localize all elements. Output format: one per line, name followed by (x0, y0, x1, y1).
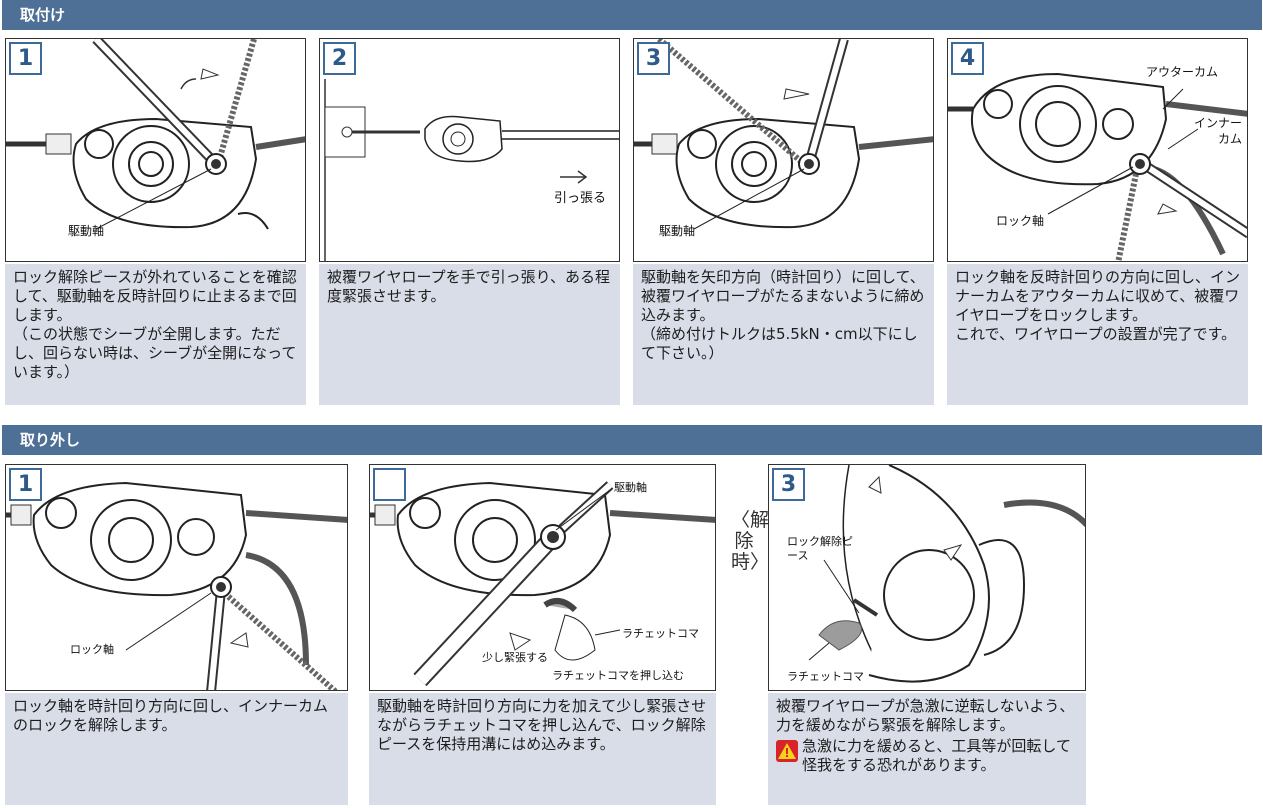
inner-cam-label: インナーカム (1193, 116, 1242, 146)
description-line: （この状態でシーブが全開します。ただし、回らない時は、シーブが全開になっています… (13, 325, 297, 381)
description-line: 被覆ワイヤロープが急激に逆転しないよう、力を緩めながら緊張を解除します。 (776, 697, 1075, 734)
outer-cam-label: アウターカム (1146, 65, 1219, 79)
ratchet-label: ラチェットコマ (787, 670, 864, 683)
tensioner-drawing (808, 465, 1085, 683)
lock-release-piece-label: ロック解除ピース (787, 535, 853, 562)
step-number: 2 (323, 42, 356, 75)
step-number: 3 (637, 42, 670, 75)
install-step-1-figure: 1 駆動軸 (5, 38, 306, 262)
tensioner-drawing (6, 39, 305, 230)
step-number (373, 468, 406, 501)
drive-shaft-label: 駆動軸 (614, 481, 647, 494)
description-line: 駆動軸を時計回り方向に力を加えて少し緊張させながらラチェットコマを押し込んで、ロ… (377, 697, 707, 753)
remove-step-3-figure: 3 ロック解除ピース ラチェットコマ (768, 464, 1086, 691)
install-step-3-figure: 3 駆動軸 (633, 38, 934, 262)
install-step-3-description: 駆動軸を矢印方向（時計回り）に回して、被覆ワイヤロープがたるまないように締め込み… (633, 264, 934, 405)
warning-text: 急激に力を緩めると、工具等が回転して怪我をする恐れがあります。 (802, 737, 1071, 774)
tensioner-drawing (324, 79, 619, 261)
lock-shaft-label: ロック軸 (70, 643, 114, 656)
step-number: 4 (951, 42, 984, 75)
install-step-4-description: ロック軸を反時計回りの方向に回し、インナーカムをアウターカムに収めて、被覆ワイヤ… (947, 264, 1248, 405)
description-line: 被覆ワイヤロープを手で引っ張り、ある程度緊張させます。 (327, 268, 611, 305)
warning-row: 急激に力を緩めると、工具等が回転して怪我をする恐れがあります。 (776, 737, 1078, 775)
remove-step-1-description: ロック軸を時計回り方向に回し、インナーカムのロックを解除します。 (5, 693, 348, 805)
remove-step-2-figure: 駆動軸 ラチェットコマ 少し緊張する ラチェットコマを押し込む (369, 464, 716, 691)
description-line: ロック軸を反時計回りの方向に回し、インナーカムをアウターカムに収めて、被覆ワイヤ… (955, 268, 1241, 324)
install-step-2-figure: 2 引っ張る (319, 38, 620, 262)
step-number: 1 (9, 42, 42, 75)
remove-step-1-figure: 1 ロック軸 (5, 464, 348, 691)
drive-shaft-label: 駆動軸 (659, 224, 696, 238)
description-line: ロック軸を時計回り方向に回し、インナーカムのロックを解除します。 (13, 697, 329, 734)
drive-shaft-label: 駆動軸 (68, 224, 105, 238)
removal-section-header: 取り外し (2, 425, 1262, 455)
removal-title: 取り外し (20, 431, 81, 449)
tensioner-drawing (634, 39, 933, 230)
pull-label: 引っ張る (554, 191, 607, 206)
install-title: 取付け (20, 6, 66, 24)
tensioner-drawing (370, 481, 715, 687)
release-note: 〈解除時〉 (731, 509, 770, 573)
warning-icon (776, 740, 798, 762)
ratchet-label: ラチェットコマ (622, 627, 699, 640)
install-step-4-figure: 4 アウターカム インナーカム ロック軸 (947, 38, 1248, 262)
step-number: 3 (772, 468, 805, 501)
description-line: これで、ワイヤロープの設置が完了です。 (955, 325, 1237, 343)
description-line: （締め付けトルクは5.5kN・cm以下にして下さい。） (641, 325, 918, 362)
remove-step-3-description: 被覆ワイヤロープが急激に逆転しないよう、力を緩めながら緊張を解除します。 急激に… (768, 693, 1086, 805)
tension-label: 少し緊張する (482, 651, 548, 664)
step-number: 1 (9, 468, 42, 501)
tensioner-drawing (6, 481, 347, 690)
install-step-1-description: ロック解除ピースが外れていることを確認して、駆動軸を反時計回りに止まるまで回しま… (5, 264, 306, 405)
description-line: 駆動軸を矢印方向（時計回り）に回して、被覆ワイヤロープがたるまないように締め込み… (641, 268, 925, 324)
lock-shaft-label: ロック軸 (996, 214, 1045, 228)
tensioner-drawing (948, 72, 1247, 261)
push-label: ラチェットコマを押し込む (552, 669, 684, 682)
install-step-2-description: 被覆ワイヤロープを手で引っ張り、ある程度緊張させます。 (319, 264, 620, 405)
remove-step-2-description: 駆動軸を時計回り方向に力を加えて少し緊張させながらラチェットコマを押し込んで、ロ… (369, 693, 716, 805)
description-line: ロック解除ピースが外れていることを確認して、駆動軸を反時計回りに止まるまで回しま… (13, 268, 297, 324)
install-section-header: 取付け (2, 0, 1262, 30)
